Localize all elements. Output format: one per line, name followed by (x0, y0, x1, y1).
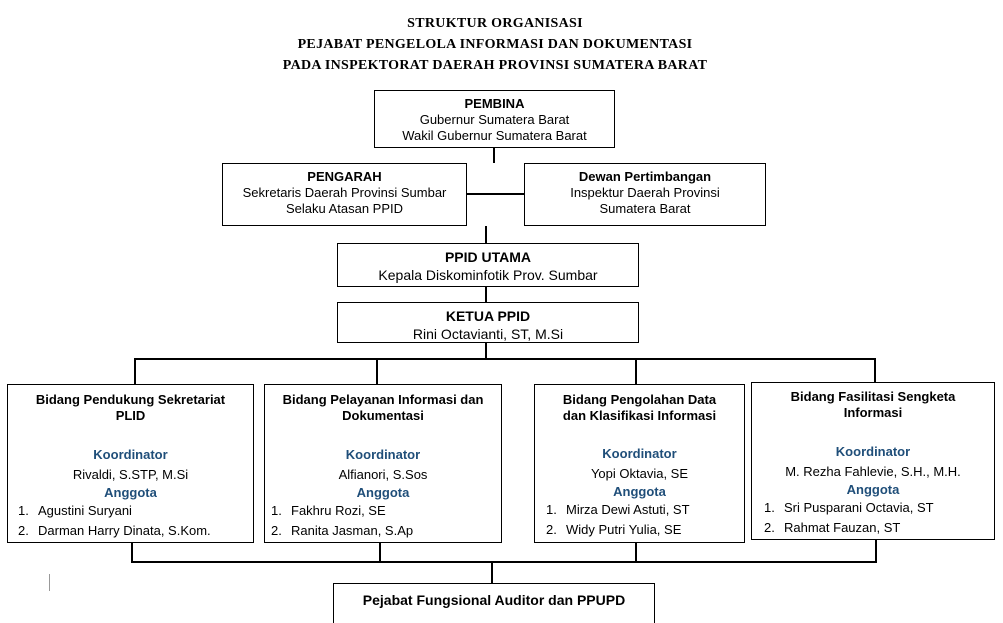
connector-pembina-down (493, 148, 495, 163)
anggota-label: Anggota (613, 484, 666, 499)
list-item: 1.Mirza Dewi Astuti, ST (546, 502, 690, 517)
anggota-label: Anggota (356, 485, 410, 500)
ketua-title: KETUA PPID (445, 308, 531, 324)
cursor-mark (49, 574, 50, 591)
chart-title-line3: PADA INSPEKTORAT DAERAH PROVINSI SUMATER… (282, 58, 708, 73)
pengarah-line2: Selaku Atasan PPID (285, 201, 404, 216)
list-item: 1.Agustini Suryani (18, 503, 132, 518)
list-item: 2.Widy Putri Yulia, SE (546, 522, 682, 537)
koordinator-name: Rivaldi, S.STP, M.Si (72, 467, 189, 482)
list-item: 1.Fakhru Rozi, SE (271, 503, 386, 518)
connector-pengarah-dewan-h (467, 193, 525, 195)
koordinator-label: Koordinator (835, 444, 911, 459)
ppid-utama-box: PPID UTAMA Kepala Diskominfotik Prov. Su… (337, 243, 639, 287)
connector-to-fungsional (491, 561, 493, 584)
koordinator-label: Koordinator (345, 447, 421, 462)
connector-bidang1-bottom (131, 543, 133, 562)
fungsional-box: Pejabat Fungsional Auditor dan PPUPD (333, 583, 655, 623)
anggota-list: 1.Agustini Suryani 2.Darman Harry Dinata… (18, 501, 211, 541)
connector-bidang4-bottom (875, 540, 877, 562)
list-item: 2.Ranita Jasman, S.Ap (271, 523, 414, 538)
connector-bidang2-bottom (379, 543, 381, 562)
chart-title-line2: PEJABAT PENGELOLA INFORMASI DAN DOKUMENT… (297, 37, 693, 52)
dewan-line2: Sumatera Barat (599, 201, 691, 216)
anggota-list: 1.Mirza Dewi Astuti, ST 2.Widy Putri Yul… (546, 500, 690, 540)
dewan-line1: Inspektur Daerah Provinsi (570, 185, 720, 200)
pembina-line1: Gubernur Sumatera Barat (419, 112, 570, 127)
dewan-title: Dewan Pertimbangan (578, 169, 712, 184)
ketua-line1: Rini Octavianti, ST, M.Si (412, 326, 564, 342)
list-item: 2.Darman Harry Dinata, S.Kom. (18, 523, 211, 538)
connector-to-ppid-utama (485, 226, 487, 243)
anggota-label: Anggota (846, 482, 900, 497)
connector-bidang3-top (635, 358, 637, 384)
koordinator-label: Koordinator (602, 446, 677, 461)
connector-bidang4-top (874, 358, 876, 382)
ketua-box: KETUA PPID Rini Octavianti, ST, M.Si (337, 302, 639, 343)
list-item: 2.Rahmat Fauzan, ST (764, 520, 901, 535)
pembina-line2: Wakil Gubernur Sumatera Barat (402, 128, 587, 143)
pembina-title: PEMBINA (464, 96, 525, 111)
connector-bidang-top-h (134, 358, 876, 360)
pengarah-box: PENGARAH Sekretaris Daerah Provinsi Sumb… (222, 163, 467, 226)
connector-bidang1-top (134, 358, 136, 384)
koordinator-name: Alfianori, S.Sos (338, 467, 428, 482)
pengarah-title: PENGARAH (307, 169, 382, 184)
connector-bidang-bottom-h (131, 561, 877, 563)
anggota-list: 1.Sri Pusparani Octavia, ST 2.Rahmat Fau… (764, 498, 934, 538)
koordinator-label: Koordinator (93, 447, 168, 462)
chart-title-line1: STRUKTUR ORGANISASI (407, 16, 583, 31)
list-item: 1.Sri Pusparani Octavia, ST (764, 500, 934, 515)
connector-ketua-down (485, 343, 487, 359)
connector-bidang2-top (376, 358, 378, 384)
connector-bidang3-bottom (635, 543, 637, 562)
ppid-utama-title: PPID UTAMA (444, 249, 532, 265)
pembina-box: PEMBINA Gubernur Sumatera Barat Wakil Gu… (374, 90, 615, 148)
pengarah-line1: Sekretaris Daerah Provinsi Sumbar (242, 185, 447, 200)
connector-to-ketua (485, 287, 487, 302)
ppid-utama-line1: Kepala Diskominfotik Prov. Sumbar (378, 267, 598, 283)
koordinator-name: M. Rezha Fahlevie, S.H., M.H. (785, 464, 961, 479)
koordinator-name: Yopi Oktavia, SE (590, 466, 689, 481)
fungsional-title: Pejabat Fungsional Auditor dan PPUPD (362, 592, 626, 608)
anggota-label: Anggota (104, 485, 157, 500)
anggota-list: 1.Fakhru Rozi, SE 2.Ranita Jasman, S.Ap (271, 501, 413, 541)
dewan-box: Dewan Pertimbangan Inspektur Daerah Prov… (524, 163, 766, 226)
